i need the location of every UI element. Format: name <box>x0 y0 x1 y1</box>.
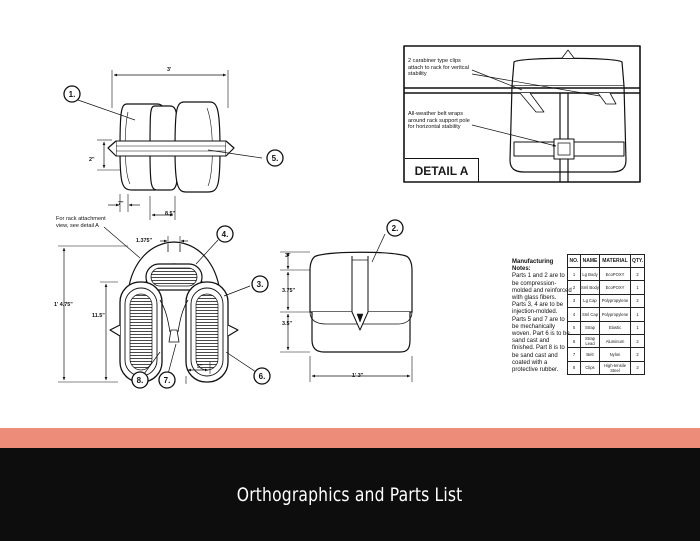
cell-material: Polypropylene <box>599 293 631 309</box>
cell-name: Strap Lead <box>580 333 600 349</box>
rack-attachment-note: For rack attachment view, see detail A <box>56 216 106 229</box>
cell-name: Lg Body <box>580 266 600 282</box>
cell-no: 7 <box>567 347 581 362</box>
cell-name: Clips <box>580 360 600 376</box>
col-header-qty: QTY. <box>630 254 645 268</box>
cell-material: Nylon <box>599 347 631 362</box>
part-marker-5: 5. <box>272 154 279 163</box>
dim-side-lower: 3.5" <box>282 321 293 327</box>
part-marker-2: 2. <box>392 224 399 233</box>
cell-no: 5 <box>567 320 581 335</box>
cell-qty: 2 <box>630 266 645 282</box>
dim-top-seg: 8.5" <box>165 211 176 217</box>
dim-front-height: 1' 4.75" <box>54 302 73 308</box>
notes-title: Manufacturing Notes: <box>512 259 554 273</box>
manufacturing-notes: Manufacturing Notes: Parts 1 and 2 are t… <box>512 259 572 374</box>
title-banner: Orthographics and Parts List <box>0 448 700 541</box>
dim-front-gap: 5" <box>197 364 203 370</box>
cell-qty: 1 <box>630 280 645 295</box>
notes-body: Parts 1 and 2 are to be compression-mold… <box>512 273 572 374</box>
cell-qty: 2 <box>630 333 645 349</box>
cell-material: EcoPOXY <box>599 266 631 282</box>
cell-material: High-tensile Steel <box>599 360 631 376</box>
cell-material: EcoPOXY <box>599 280 631 295</box>
col-header-name: NAME <box>580 254 600 268</box>
dim-side-mid: 3.75" <box>282 288 296 294</box>
detail-a-label: DETAIL A <box>405 158 479 182</box>
part-marker-8: 8. <box>137 376 144 385</box>
banner-title: Orthographics and Parts List <box>237 483 463 506</box>
drawing-sheet: 1. 2. 3. 4. 5. 6. 7. 8. 3' 2" 7" 8.5" 1.… <box>54 45 645 389</box>
col-header-no: NO. <box>567 254 581 268</box>
accent-stripe <box>0 428 700 448</box>
side-view <box>280 233 413 382</box>
detail-callout-carabiner: 2 carabiner type clips attach to rack fo… <box>408 58 469 78</box>
dim-top-width: 3' <box>167 67 172 73</box>
dim-top-height: 2" <box>89 157 95 163</box>
cell-name: Sml Cap <box>580 307 600 322</box>
cell-material: Aluminum <box>599 333 631 349</box>
cell-name: Sml Body <box>580 280 600 295</box>
cell-qty: 2 <box>630 347 645 362</box>
part-marker-1: 1. <box>69 90 76 99</box>
part-marker-6: 6. <box>259 372 266 381</box>
cell-qty: 1 <box>630 307 645 322</box>
part-marker-4: 4. <box>222 230 229 239</box>
cell-qty: 2 <box>630 360 645 376</box>
cell-name: Strap <box>580 320 600 335</box>
cell-material: Elastic <box>599 320 631 335</box>
cell-no: 2 <box>567 280 581 295</box>
cell-material: Polypropylene <box>599 307 631 322</box>
part-marker-7: 7. <box>164 376 171 385</box>
parts-header-row: NO. NAME MATERIAL QTY. <box>567 254 645 268</box>
detail-callout-belt: All-weather belt wraps around rack suppo… <box>408 111 470 131</box>
orthographic-drawing: 1. 2. 3. 4. 5. 6. 7. 8. <box>58 45 641 389</box>
dim-side-width: 1' 3" <box>352 373 364 379</box>
dim-side-top: 3" <box>285 253 291 259</box>
cell-no: 8 <box>567 360 581 376</box>
part-marker-3: 3. <box>257 280 264 289</box>
top-view <box>77 70 263 220</box>
cell-qty: 2 <box>630 293 645 309</box>
col-header-material: MATERIAL <box>599 254 631 268</box>
cell-no: 3 <box>567 293 581 309</box>
cell-qty: 1 <box>630 320 645 335</box>
dim-front-pod: 11.5" <box>92 313 105 319</box>
cell-name: Lg Cap <box>580 293 600 309</box>
dim-front-neck: 1.375" <box>136 238 153 244</box>
cell-no: 6 <box>567 333 581 349</box>
cell-no: 4 <box>567 307 581 322</box>
dim-top-gap: 7" <box>118 201 124 207</box>
detail-a-view <box>403 45 641 183</box>
part-marker-circles <box>63 85 404 389</box>
cell-name: Belt <box>580 347 600 362</box>
cell-no: 1 <box>567 266 581 282</box>
front-view <box>58 226 257 384</box>
